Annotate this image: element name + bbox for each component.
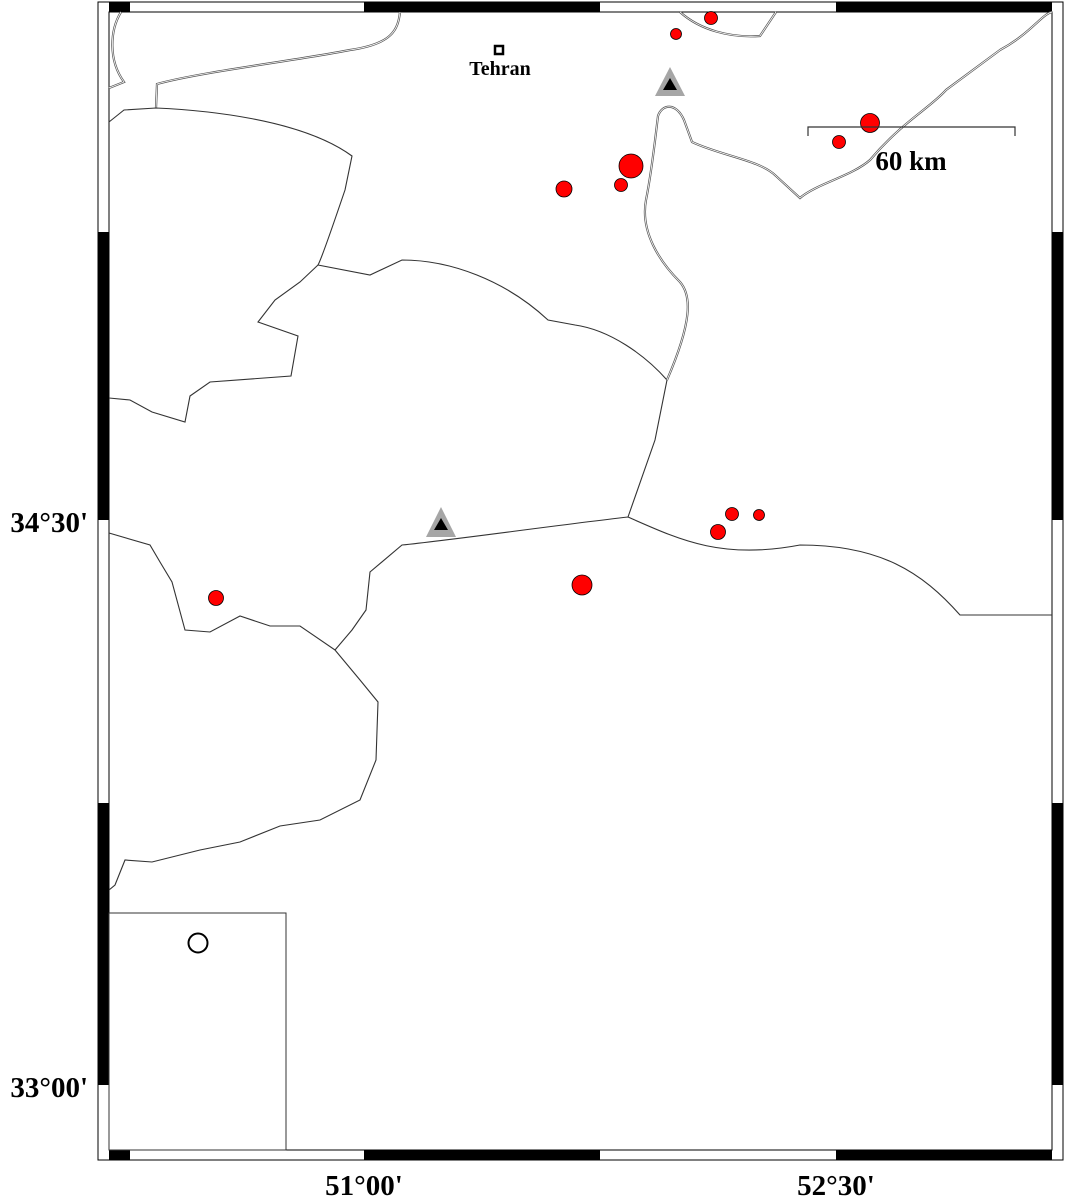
earthquake-marker[interactable] (571, 574, 593, 596)
station-marker[interactable] (655, 67, 685, 96)
city-marker-icon (493, 44, 505, 56)
earthquake-markers (208, 11, 880, 606)
earthquake-marker[interactable] (704, 11, 718, 25)
legend-circle-icon (187, 932, 209, 954)
earthquake-marker[interactable] (832, 135, 846, 149)
earthquake-marker[interactable] (555, 180, 573, 198)
earthquake-marker[interactable] (860, 113, 880, 133)
province-borders (108, 10, 1053, 891)
scale-bar (807, 126, 1016, 136)
city-label: Tehran (469, 58, 531, 80)
earthquake-marker[interactable] (753, 509, 765, 521)
x-tick-label: 52°30' (797, 1170, 875, 1199)
earthquake-marker[interactable] (614, 178, 628, 192)
x-tick-label: 51°00' (325, 1170, 403, 1199)
earthquake-marker[interactable] (618, 153, 644, 179)
earthquake-marker[interactable] (208, 590, 224, 606)
scale-bar-label: 60 km (875, 146, 947, 176)
y-tick-label: 34°30' (10, 507, 88, 539)
earthquake-marker[interactable] (670, 28, 682, 40)
station-marker[interactable] (426, 507, 456, 537)
y-tick-label: 33°00' (10, 1072, 88, 1104)
earthquake-marker[interactable] (725, 507, 739, 521)
earthquake-marker[interactable] (710, 524, 726, 540)
legend-box (108, 912, 287, 1151)
